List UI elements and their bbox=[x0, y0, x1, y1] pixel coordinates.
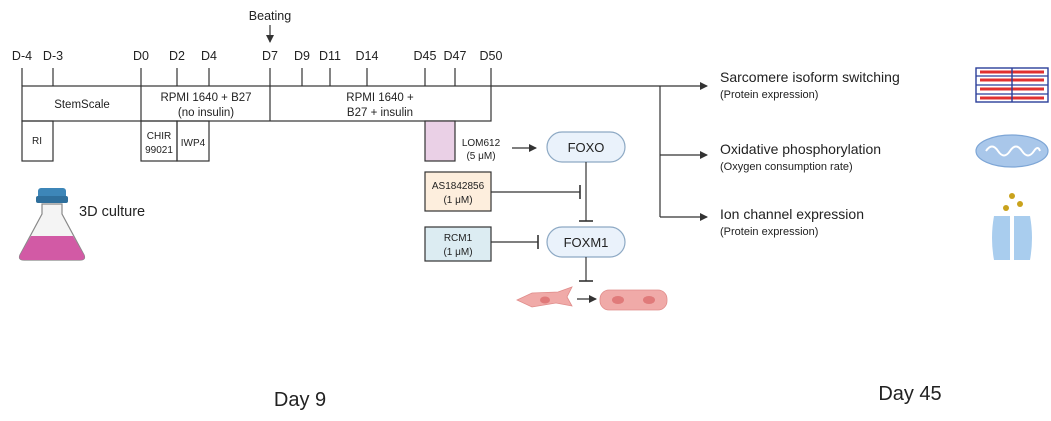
beating-label: Beating bbox=[249, 9, 291, 23]
outcome-subtitle: (Oxygen consumption rate) bbox=[720, 161, 853, 173]
tick-label: D4 bbox=[201, 49, 217, 63]
lom612-concentration: (5 μM) bbox=[466, 151, 495, 162]
flask-icon bbox=[20, 188, 85, 260]
ion-channel-icon bbox=[992, 193, 1032, 260]
outcome-title: Ion channel expression bbox=[720, 206, 864, 222]
phase-stemscale: StemScale bbox=[54, 99, 110, 111]
rcm1-concentration: (1 μM) bbox=[443, 247, 472, 258]
foxo-label: FOXO bbox=[568, 140, 605, 155]
day-9-label: Day 9 bbox=[274, 389, 326, 411]
tick-label: D14 bbox=[356, 49, 379, 63]
sarcomere-icon bbox=[976, 68, 1048, 102]
tick-label: D7 bbox=[262, 49, 278, 63]
pathway: LOM612 (5 μM) FOXO AS1842856 (1 μM) RCM1… bbox=[425, 132, 667, 310]
outcome-ion-channel: Ion channel expression (Protein expressi… bbox=[720, 206, 864, 238]
tick-label: D0 bbox=[133, 49, 149, 63]
phase-rpmi-insulin: RPMI 1640 + bbox=[346, 92, 414, 104]
outcome-subtitle: (Protein expression) bbox=[720, 89, 818, 101]
outcome-title: Oxidative phosphorylation bbox=[720, 141, 881, 157]
tick-label: D45 bbox=[414, 49, 437, 63]
lom612-label: LOM612 bbox=[462, 138, 501, 149]
outcome-oxphos: Oxidative phosphorylation (Oxygen consum… bbox=[720, 141, 881, 173]
culture-label: 3D culture bbox=[79, 204, 145, 220]
tick-label: D-3 bbox=[43, 49, 63, 63]
treatment-window-d45-d47 bbox=[425, 121, 455, 161]
treatment-iwp4: IWP4 bbox=[181, 138, 206, 149]
tick-label: D9 bbox=[294, 49, 310, 63]
outcome-subtitle: (Protein expression) bbox=[720, 226, 818, 238]
phase-rpmi-no-insulin: RPMI 1640 + B27 bbox=[160, 92, 251, 104]
outcome-connectors bbox=[660, 86, 707, 217]
mitochondria-icon bbox=[976, 135, 1048, 167]
day-45-label: Day 45 bbox=[878, 383, 941, 405]
tick-label: D11 bbox=[319, 49, 341, 63]
treatment-ri: RI bbox=[32, 136, 42, 147]
outcome-sarcomere: Sarcomere isoform switching (Protein exp… bbox=[720, 69, 900, 101]
rcm1-label: RCM1 bbox=[444, 233, 473, 244]
treatment-chir: CHIR bbox=[147, 131, 171, 142]
as1842856-label: AS1842856 bbox=[432, 181, 485, 192]
tick-labels: D-4 D-3 D0 D2 D4 D7 D9 D11 D14 D45 D47 D… bbox=[12, 49, 503, 63]
tick-label: D50 bbox=[480, 49, 503, 63]
tick-marks bbox=[22, 68, 491, 86]
outcome-title: Sarcomere isoform switching bbox=[720, 69, 900, 85]
tick-label: D2 bbox=[169, 49, 185, 63]
phase-rpmi-insulin-note: B27 + insulin bbox=[347, 107, 413, 119]
treatment-chir-id: 99021 bbox=[145, 145, 173, 156]
cardiomyocyte-icon bbox=[517, 287, 667, 310]
tick-label: D47 bbox=[444, 49, 467, 63]
as1842856-concentration: (1 μM) bbox=[443, 195, 472, 206]
tick-label: D-4 bbox=[12, 49, 32, 63]
foxm1-label: FOXM1 bbox=[564, 235, 609, 250]
phase-rpmi-no-insulin-note: (no insulin) bbox=[178, 107, 234, 119]
